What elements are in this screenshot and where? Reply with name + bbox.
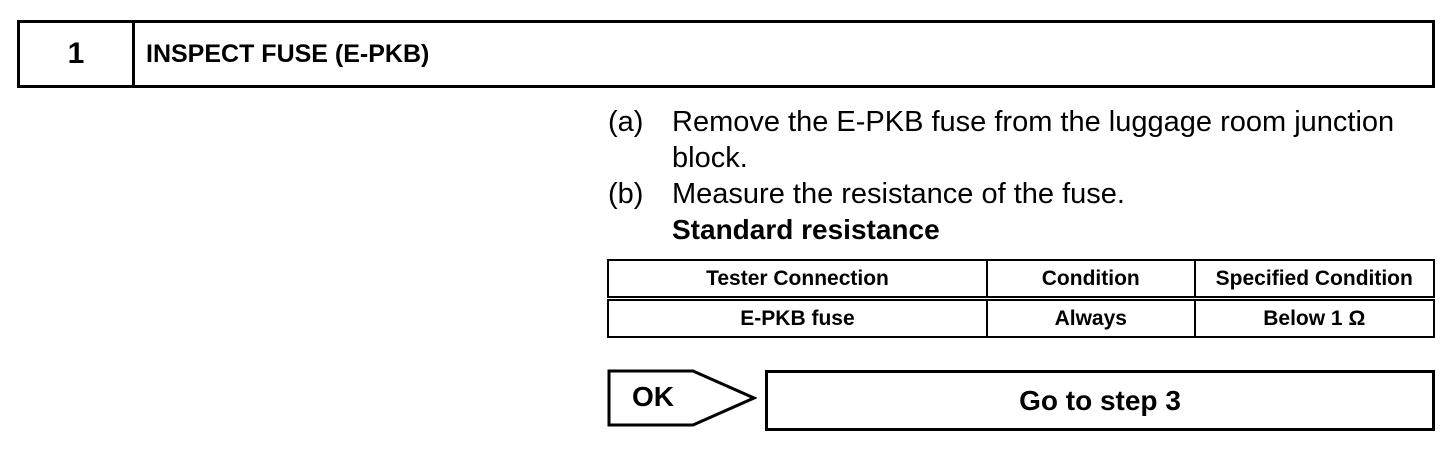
table-row: E-PKB fuse Always Below 1 Ω xyxy=(607,297,1436,338)
cell-specified-condition: Below 1 Ω xyxy=(1193,297,1436,338)
cell-condition: Always xyxy=(985,297,1196,338)
ok-arrow-icon xyxy=(607,369,757,427)
ok-label: OK xyxy=(632,381,674,412)
cell-tester-connection: E-PKB fuse xyxy=(607,297,988,338)
instruction-a-line2: block. xyxy=(672,142,748,174)
standard-resistance-label: Standard resistance xyxy=(672,214,940,245)
step-header: 1 INSPECT FUSE (E-PKB) xyxy=(17,20,1435,88)
header-condition: Condition xyxy=(985,259,1196,301)
spec-table-header-row: Tester Connection Condition Specified Co… xyxy=(607,259,1436,301)
header-specified-condition: Specified Condition xyxy=(1193,259,1436,301)
go-to-step-box[interactable]: Go to step 3 xyxy=(765,370,1435,431)
instruction-b: (b) Measure the resistance of the fuse. xyxy=(608,176,1125,212)
instruction-a-marker: (a) xyxy=(608,106,644,138)
instruction-b-text: Measure the resistance of the fuse. xyxy=(672,178,1125,210)
spec-table: Tester Connection Condition Specified Co… xyxy=(607,259,1436,338)
instruction-a-line1: Remove the E-PKB fuse from the luggage r… xyxy=(672,106,1395,138)
step-title: INSPECT FUSE (E-PKB) xyxy=(146,39,430,68)
step-number: 1 xyxy=(20,23,135,85)
instruction-a: (a) Remove the E-PKB fuse from the luggag… xyxy=(608,104,1394,140)
instruction-b-marker: (b) xyxy=(608,178,644,210)
header-tester-connection: Tester Connection xyxy=(607,259,988,301)
